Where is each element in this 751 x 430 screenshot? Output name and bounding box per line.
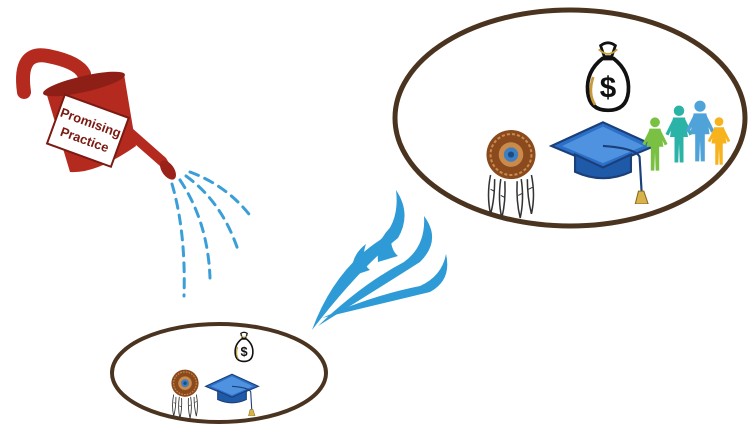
small-ellipse-group (110, 322, 328, 424)
water-stream (178, 178, 212, 280)
water-stream (188, 170, 254, 220)
growth-swirl (312, 190, 448, 330)
small-ellipse (110, 322, 328, 424)
swirl-stroke (318, 216, 433, 326)
swirl-stroke (322, 254, 448, 318)
water-stream (184, 174, 240, 252)
water-streams (170, 170, 254, 298)
large-ellipse-group (392, 7, 748, 229)
swirl-stroke (351, 244, 370, 276)
water-stream (170, 182, 186, 298)
watering-can-label (45, 93, 131, 169)
watering-can: Promising Practice (16, 48, 176, 180)
large-ellipse (392, 7, 748, 229)
swirl-stroke (377, 226, 398, 262)
